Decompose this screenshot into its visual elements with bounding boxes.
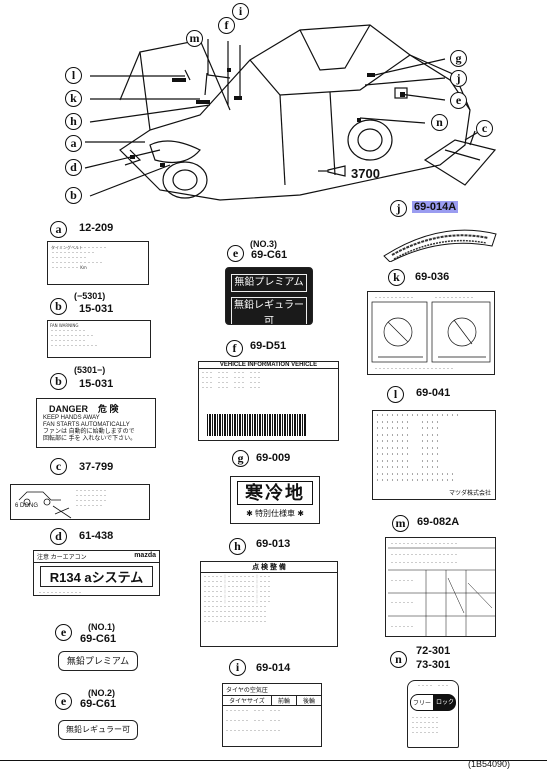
svg-text:・・・・・・: ・・・・・・: [390, 578, 414, 583]
label-e1-callout: e: [55, 624, 72, 641]
label-h-number: 69-013: [256, 538, 291, 550]
label-e2-callout: e: [55, 693, 72, 710]
label-h-plate: 点 検 整 備 ・・・・・｜・・・・・・・｜・・・・・・・・｜・・・・・・・｜・…: [200, 561, 338, 647]
label-e3-callout: e: [227, 245, 244, 262]
label-c-plate: 6 DONG ・・・・・・・・・・・・・・・・・・・・・・・・・・・・・・・: [10, 484, 150, 520]
label-g-plate: 寒冷地 ✱ 特別仕様車 ✱: [230, 476, 320, 524]
svg-text:・・・・・・・・・・・・・・・・・・・・: ・・・・・・・・・・・・・・・・・・・・: [374, 366, 454, 371]
label-l-plate: ・・・・・・・・・・・・・・・・・・・・・・・・ ・・・・・・・・・・・ ・・・…: [372, 410, 496, 500]
callout-c: c: [476, 120, 493, 137]
svg-text:・・・・・・: ・・・・・・: [390, 624, 414, 629]
label-e1-tag: (NO.1): [88, 622, 115, 632]
svg-text:・・・・・・・・・・・・・・・・・: ・・・・・・・・・・・・・・・・・: [390, 552, 458, 557]
label-l-callout: l: [387, 386, 404, 403]
svg-text:・・・・・・・・・・: ・・・・・・・・・・: [374, 295, 414, 300]
label-n-plate: ・・・・ ・・・ フリー ロック ・・・・・・・・・・・・・・・・・・・・・・・…: [407, 680, 459, 748]
label-e1-plate: 無鉛プレミアム: [58, 651, 138, 671]
callout-h: h: [65, 113, 82, 130]
label-k-plate: ・・・・・・・・・・ ・・・・・・・・・・ ・・・・・・・・・・・・・・・・・・…: [367, 291, 495, 375]
label-b2-callout: b: [50, 373, 67, 390]
label-f-plate: VEHICLE INFORMATION VEHICLE ・・・ ・・・ ・・・ …: [198, 361, 339, 441]
callout-i: i: [232, 3, 249, 20]
label-b1-number: 15-031: [79, 303, 114, 315]
label-g-callout: g: [232, 450, 249, 467]
callout-m: m: [186, 30, 203, 47]
label-g-number: 69-009: [256, 452, 291, 464]
label-c-number: 37-799: [79, 461, 114, 473]
callout-k: k: [65, 90, 82, 107]
label-a-plate: タイミングベルト・・・・・・・・・・・・・・・・・・・・・・・・・・・・・・・・…: [47, 241, 149, 285]
label-b2-range: (5301−): [74, 365, 106, 375]
label-b2-number: 15-031: [79, 378, 114, 390]
label-e1-number: 69-C61: [80, 633, 117, 645]
label-n-number2: 73-301: [416, 659, 451, 671]
label-n-callout: n: [390, 651, 407, 668]
label-d-number: 61-438: [79, 530, 114, 542]
label-f-number: 69-D51: [250, 340, 287, 352]
label-m-callout: m: [392, 515, 409, 532]
callout-g: g: [450, 50, 467, 67]
label-a-callout: a: [50, 221, 67, 238]
callout-j: j: [450, 70, 467, 87]
label-e2-plate: 無鉛レギュラー可: [58, 720, 138, 740]
label-k-callout: k: [388, 269, 405, 286]
label-j-plate: [383, 229, 497, 262]
callout-b: b: [65, 187, 82, 204]
label-b1-callout: b: [50, 298, 67, 315]
footer-code: (1B54090): [468, 759, 511, 769]
label-j-number: 69-014A: [412, 201, 459, 213]
label-h-callout: h: [229, 538, 246, 555]
label-b1-plate: FAN WARNING・・・・・・・・・・・・・・・・・・・・・・・・・・・・・…: [47, 320, 151, 358]
jack-ref-number: 3700: [351, 166, 380, 181]
label-e2-tag: (NO.2): [88, 688, 115, 698]
car-illustration: [84, 24, 497, 201]
callout-l: l: [65, 67, 82, 84]
label-i-number: 69-014: [256, 662, 291, 674]
callout-f: f: [218, 17, 235, 34]
label-c-callout: c: [50, 458, 67, 475]
label-e3-plate: 無鉛プレミアム 無鉛レギュラー可: [225, 267, 313, 325]
callout-a: a: [65, 135, 82, 152]
label-e2-number: 69-C61: [80, 698, 117, 710]
svg-text:・・・・・・・・・・: ・・・・・・・・・・: [434, 295, 474, 300]
callout-n: n: [431, 114, 448, 131]
label-f-callout: f: [226, 340, 243, 357]
label-j-callout: j: [390, 200, 407, 217]
label-m-plate: ・・・・・・・・・・・・・・・・・ ・・・・・・・・・・・・・・・・・ ・・・・…: [385, 537, 496, 637]
label-e3-tag: (NO.3): [250, 239, 277, 249]
label-k-number: 69-036: [415, 271, 450, 283]
callout-e: e: [450, 92, 467, 109]
label-l-number: 69-041: [416, 387, 451, 399]
label-b1-range: (−5301): [74, 291, 106, 301]
label-i-plate: タイヤの空気圧 タイヤサイズ 前輪 後輪 ・・・・・・ ・・・ ・・・・・・・・…: [222, 683, 322, 747]
label-d-callout: d: [50, 528, 67, 545]
label-b2-plate: DANGER 危 険 KEEP HANDS AWAY FAN STARTS AU…: [36, 398, 156, 448]
svg-text:・・・・・・・・・・・・・・・・・: ・・・・・・・・・・・・・・・・・: [390, 560, 458, 565]
label-n-number1: 72-301: [416, 645, 451, 657]
label-a-number: 12-209: [79, 222, 114, 234]
label-i-callout: i: [229, 659, 246, 676]
svg-text:・・・・・・: ・・・・・・: [390, 600, 414, 605]
label-e3-number: 69-C61: [251, 249, 288, 261]
footer-line: [0, 760, 547, 761]
callout-d: d: [65, 159, 82, 176]
label-m-number: 69-082A: [417, 516, 460, 528]
svg-text:・・・・・・・・・・・・・・・・・: ・・・・・・・・・・・・・・・・・: [390, 541, 458, 546]
